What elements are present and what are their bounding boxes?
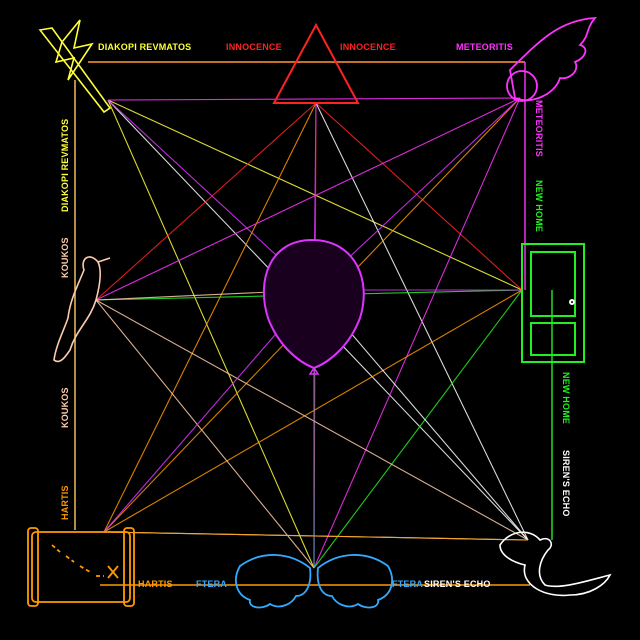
- label-innocence-left: INNOCENCE: [226, 42, 282, 52]
- label-sirens-echo-bottom: SIREN'S ECHO: [424, 579, 491, 589]
- door-icon: [521, 243, 585, 363]
- star-line: [95, 102, 317, 301]
- label-ftera-left: FTERA: [196, 579, 227, 589]
- label-meteoritis-top: METEORITIS: [456, 42, 513, 52]
- label-hartis-left: HARTIS: [60, 485, 70, 520]
- star-line: [107, 97, 521, 101]
- lightning-stick-icon: [38, 19, 112, 114]
- star-line: [95, 299, 529, 541]
- star-line: [313, 97, 521, 569]
- label-sirens-echo-right: SIREN'S ECHO: [561, 450, 571, 517]
- triangle-icon: [272, 22, 360, 104]
- star-line: [313, 289, 523, 569]
- wings-icon: [235, 554, 393, 609]
- label-ftera-right: FTERA: [392, 579, 423, 589]
- meteor-icon: [506, 16, 598, 102]
- label-new-home-upper: NEW HOME: [534, 180, 544, 232]
- balloon-icon: [262, 238, 365, 375]
- label-diakopi-left: DIAKOPI REVMATOS: [60, 119, 70, 212]
- label-hartis-bottom: HARTIS: [138, 579, 173, 589]
- star-line: [103, 531, 529, 541]
- label-koukos-lower: KOUKOS: [60, 387, 70, 428]
- bird-icon: [53, 256, 111, 363]
- star-line: [103, 289, 523, 533]
- star-line: [103, 102, 317, 533]
- label-diakopi-top: DIAKOPI REVMATOS: [98, 42, 191, 52]
- star-line: [315, 102, 523, 291]
- star-line: [107, 99, 315, 569]
- label-koukos-upper: KOUKOS: [60, 237, 70, 278]
- siren-icon: [499, 531, 612, 597]
- label-meteoritis-right: METEORITIS: [534, 100, 544, 157]
- star-line: [95, 97, 521, 301]
- star-line: [95, 299, 315, 569]
- label-innocence-right: INNOCENCE: [340, 42, 396, 52]
- labels: DIAKOPI REVMATOS INNOCENCE INNOCENCE MET…: [60, 42, 571, 589]
- label-new-home-lower: NEW HOME: [561, 372, 571, 424]
- map-scroll-icon: [27, 527, 135, 607]
